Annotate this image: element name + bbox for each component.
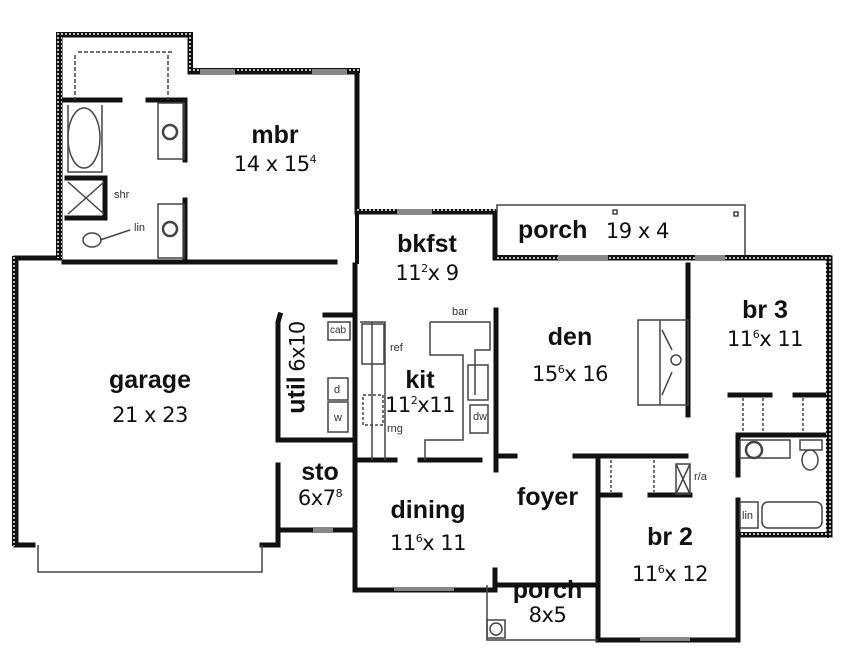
room-dining: dining 116x 11: [368, 498, 488, 554]
room-dimensions: 6x10: [285, 321, 310, 372]
label-shower: shr: [114, 189, 130, 201]
room-dimensions: 8x5: [528, 603, 567, 627]
room-name: br 3: [742, 296, 788, 324]
room-name: den: [547, 323, 593, 351]
room-dimensions: 156x 16: [531, 362, 609, 386]
room-mbr: mbr 14 x 154: [215, 123, 335, 175]
room-dimensions: 6x78: [297, 486, 343, 510]
room-porch-back: porch 19 x 4: [518, 218, 669, 243]
room-name: bkfst: [397, 230, 457, 258]
label-cabinet: cab: [330, 325, 347, 336]
room-dimensions: 116x 11: [389, 531, 467, 555]
room-dimensions: 112x 9: [395, 261, 459, 285]
room-dimensions: 14 x 154: [233, 152, 317, 176]
room-dimensions: 19 x 4: [605, 219, 669, 243]
room-foyer: foyer: [505, 485, 590, 510]
room-name: porch: [512, 576, 583, 604]
room-util: util 6x10: [282, 313, 311, 423]
room-kit: kit 112x11: [380, 368, 460, 416]
label-washer: w: [334, 412, 342, 424]
room-name: mbr: [251, 121, 299, 149]
label-range: rng: [387, 423, 403, 435]
label-linen-master: lin: [134, 222, 146, 234]
label-return-air: r/a: [694, 471, 707, 483]
label-dishwasher: dw: [473, 411, 488, 423]
room-sto: sto 6x78: [285, 460, 355, 509]
room-name: util: [282, 376, 311, 414]
room-name: br 2: [647, 523, 693, 551]
room-name: dining: [390, 496, 466, 524]
room-dimensions: 21 x 23: [112, 403, 188, 427]
room-garage: garage 21 x 23: [80, 368, 220, 426]
room-name: porch: [518, 216, 588, 244]
room-porch-front: porch 8x5: [500, 578, 595, 626]
room-den: den 156x 16: [510, 325, 630, 385]
room-name: garage: [109, 366, 191, 394]
label-dryer: d: [334, 384, 341, 396]
room-bkfst: bkfst 112x 9: [372, 232, 482, 284]
label-bar: bar: [452, 306, 468, 318]
room-dimensions: 112x11: [385, 393, 455, 417]
room-dimensions: 116x 11: [726, 327, 804, 351]
room-name: foyer: [516, 483, 579, 511]
room-br3: br 3 116x 11: [705, 298, 825, 350]
room-dimensions: 116x 12: [631, 562, 709, 586]
room-name: sto: [301, 458, 339, 486]
label-linen-hall: lin: [742, 510, 754, 522]
label-refrigerator: ref: [390, 342, 403, 354]
room-br2: br 2 116x 12: [610, 525, 730, 585]
room-name: kit: [405, 366, 435, 394]
